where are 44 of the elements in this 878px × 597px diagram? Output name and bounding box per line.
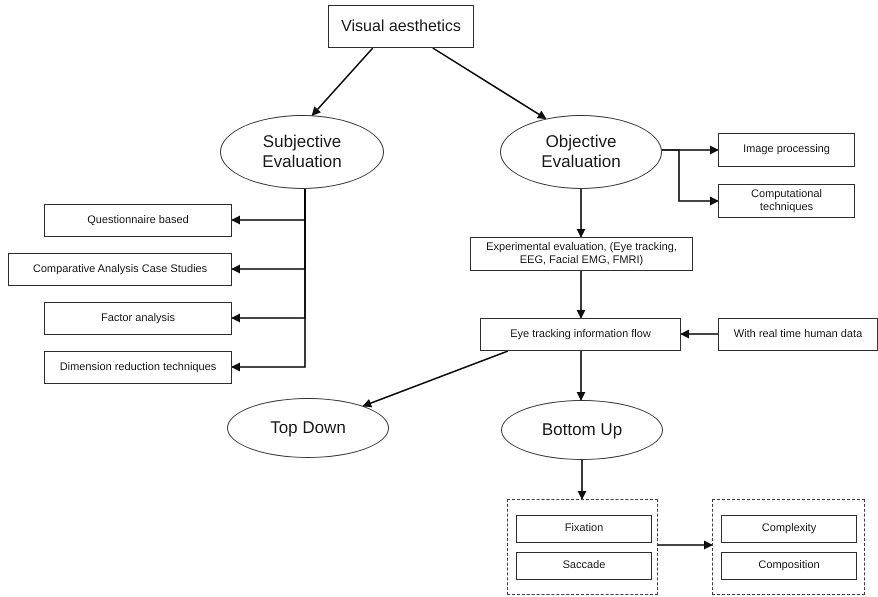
process-box <box>328 5 474 48</box>
process-box <box>516 552 652 580</box>
process-box <box>718 133 855 167</box>
node-text: Experimental evaluation, (Eye tracking, EEG, Facial EMG, FMRI) <box>485 240 678 268</box>
node-text: Fixation <box>564 522 604 536</box>
node-text: Questionnaire based <box>86 214 190 228</box>
process-box <box>718 318 878 351</box>
arrow <box>231 188 306 372</box>
dashed-group-box <box>507 499 658 595</box>
process-box <box>44 302 232 335</box>
process-box <box>721 515 857 543</box>
node-text: Top Down <box>269 418 347 438</box>
arrow <box>362 350 508 408</box>
arrow <box>576 271 586 319</box>
node-text: Saccade <box>562 559 606 573</box>
node-text: Subjective Evaluation <box>261 132 343 172</box>
process-box <box>44 351 232 384</box>
node-text: With real time human data <box>732 328 864 342</box>
node-text: Factor analysis <box>100 312 176 326</box>
node-text: Dimension reduction techniques <box>58 360 218 374</box>
arrow <box>576 351 586 401</box>
arrow <box>578 460 586 500</box>
process-box <box>721 552 857 580</box>
node-text: Comparative Analysis Case Studies <box>32 262 208 276</box>
process-box <box>718 184 855 218</box>
process-box <box>8 253 232 286</box>
arrow <box>312 47 374 116</box>
node-text: Eye tracking information flow <box>509 328 652 342</box>
process-box <box>470 237 693 271</box>
process-box <box>480 318 681 351</box>
node-text: Objective Evaluation <box>540 132 622 172</box>
node-text: Visual aesthetics <box>340 16 462 36</box>
arrow <box>432 47 547 120</box>
node-text: Complexity <box>760 522 818 536</box>
arrow <box>576 189 586 238</box>
node-text: Computational techniques <box>750 188 823 214</box>
process-box <box>44 204 232 237</box>
arrow <box>680 330 718 338</box>
node-text: Image processing <box>742 143 831 157</box>
process-box <box>516 515 652 543</box>
dashed-group-box <box>712 499 865 595</box>
node-text: Composition <box>757 559 821 573</box>
node-text: Bottom Up <box>540 420 624 440</box>
arrow <box>662 149 719 206</box>
